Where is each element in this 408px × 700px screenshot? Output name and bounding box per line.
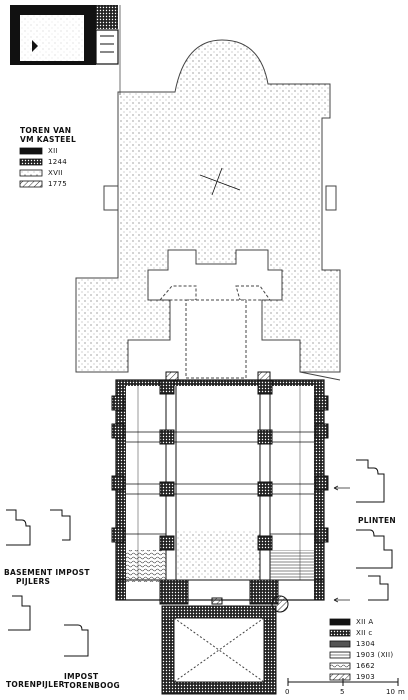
legend-bottom-item: XII A xyxy=(356,618,374,626)
legend-top-title-line2: VM KASTEEL xyxy=(20,135,77,144)
legend-bottom-item: 1903 (XII) xyxy=(356,651,394,659)
legend-bottom-swatches xyxy=(329,618,351,681)
scale-tick-5: 5 xyxy=(340,688,345,696)
profile-sketches xyxy=(6,459,393,657)
scale-tick-0: 0 xyxy=(285,688,290,696)
west-tower-plan xyxy=(161,595,289,695)
legend-bottom-item: 1903 xyxy=(356,673,376,681)
label-torenboog: TORENBOOG xyxy=(64,681,120,690)
profile-arrows xyxy=(333,485,350,603)
legend-top-item: XII xyxy=(48,147,58,155)
castle-tower-plan xyxy=(10,5,121,95)
legend-bottom-item: 1304 xyxy=(356,640,376,648)
scale-unit: m xyxy=(398,688,405,696)
label-plinten: PLINTEN xyxy=(358,516,396,525)
legend-top-title-line1: TOREN VAN xyxy=(20,126,72,135)
later-church-outline xyxy=(75,39,341,381)
legend-top-swatches xyxy=(19,147,43,188)
legend-top-item: XVII xyxy=(48,169,63,177)
legend-top-item: 1244 xyxy=(48,158,68,166)
label-pijlers: PIJLERS xyxy=(16,577,51,586)
legend-bottom-item: 1662 xyxy=(356,662,376,670)
legend-top-item: 1775 xyxy=(48,180,68,188)
scale-bar xyxy=(287,678,399,686)
nave-plan xyxy=(111,371,329,605)
scale-tick-10: 10 xyxy=(386,688,395,696)
legend-bottom-item: XII c xyxy=(356,629,373,637)
label-basement-impost: BASEMENT IMPOST xyxy=(4,568,90,577)
label-torenpijler: TORENPIJLER xyxy=(6,680,65,689)
label-impost: IMPOST xyxy=(64,672,99,681)
